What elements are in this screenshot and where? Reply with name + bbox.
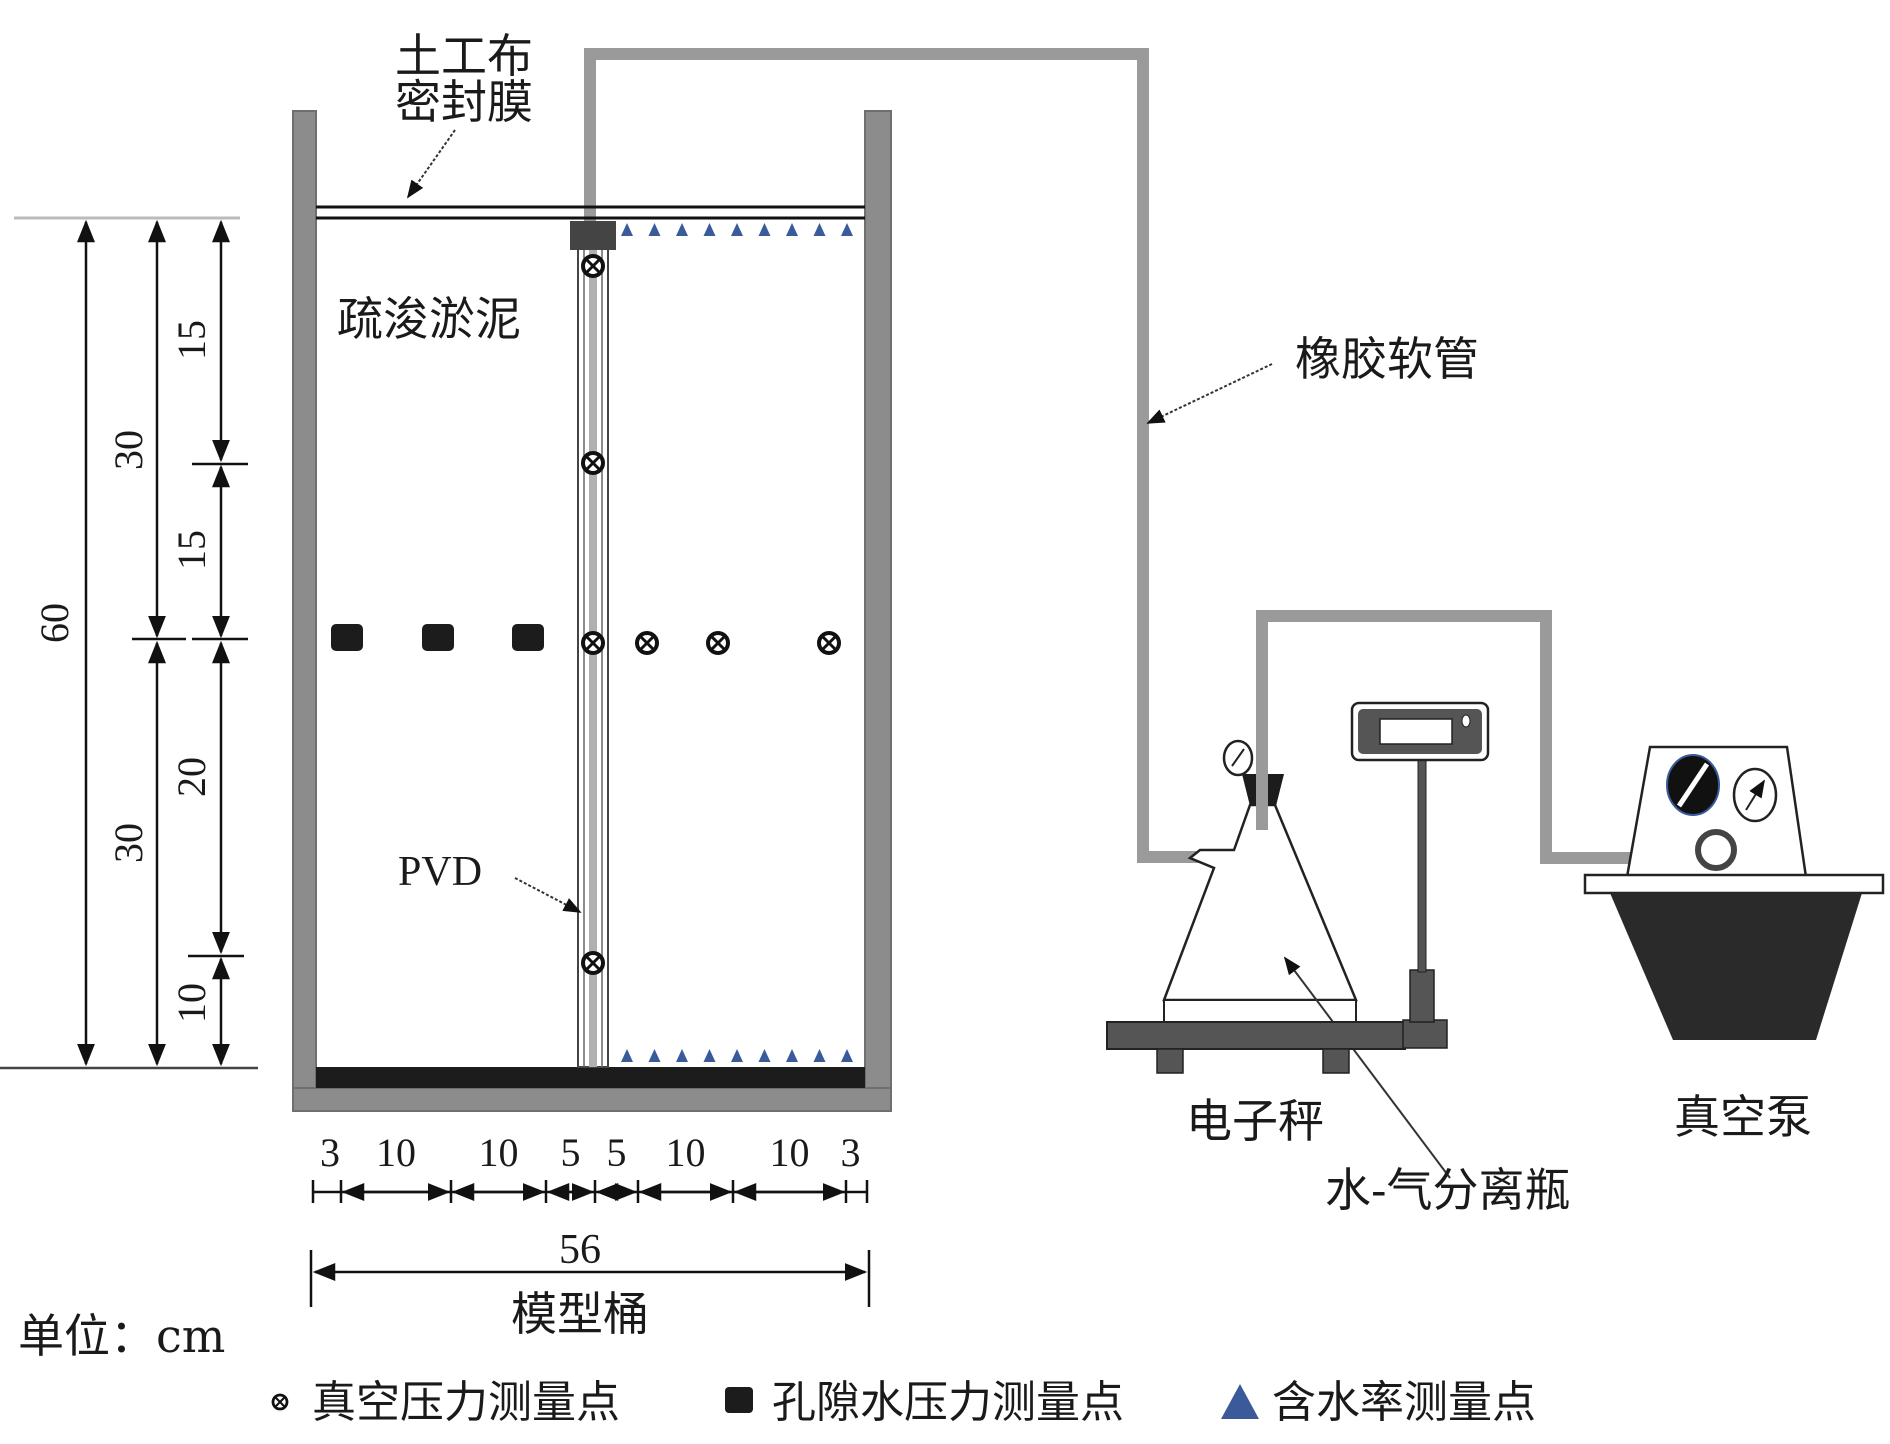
water-content-points-top (621, 223, 853, 236)
dim-60: 60 (32, 603, 77, 643)
water-content-point (703, 223, 716, 236)
dim-width-label: 10 (666, 1130, 706, 1175)
drainage-base-layer (316, 1067, 865, 1088)
vacuum-pressure-point (706, 631, 730, 655)
vacuum-pressure-point (581, 254, 605, 278)
pvd-pointer (514, 877, 582, 913)
bucket-left-wall (292, 110, 317, 1112)
dim-width-label: 3 (320, 1130, 340, 1175)
vacuum-pressure-point (817, 631, 841, 655)
width-dimension (309, 1250, 871, 1307)
legend: 真空压力测量点 孔隙水压力测量点 含水率测量点 (271, 1377, 1536, 1428)
vacuum-pressure-point (581, 451, 605, 475)
dim-width-label: 3 (841, 1130, 861, 1175)
dim-20: 20 (169, 757, 214, 797)
water-content-points-bottom (621, 1049, 853, 1062)
dim-15-b: 15 (169, 530, 214, 570)
water-content-point (813, 1049, 826, 1062)
dim-30-upper: 30 (106, 430, 151, 470)
bucket-bottom (292, 1087, 892, 1112)
water-content-point (621, 1049, 633, 1062)
dim-width-label: 5 (561, 1130, 581, 1175)
pore-pressure-point (512, 624, 544, 651)
dim-10: 10 (169, 983, 214, 1023)
pore-pressure-point (331, 624, 363, 651)
water-content-point (786, 223, 798, 236)
sludge-label: 疏浚淤泥 (337, 292, 521, 346)
pump-label: 真空泵 (1674, 1090, 1812, 1144)
water-content-point (676, 223, 688, 236)
vacuum-pump (1583, 745, 1885, 1040)
water-content-point (758, 223, 771, 236)
water-content-point-icon (1221, 1384, 1259, 1419)
water-content-point (786, 1049, 798, 1062)
water-content-point (841, 223, 853, 236)
water-content-point (841, 1049, 853, 1062)
horizontal-dimensions (311, 1180, 869, 1203)
membrane-pointer (406, 129, 456, 199)
water-content-point (758, 1049, 771, 1062)
legend-label-pore: 孔隙水压力测量点 (772, 1377, 1124, 1428)
pore-pressure-point (422, 624, 454, 651)
water-content-point (621, 223, 633, 236)
dim-width-label: 5 (607, 1130, 627, 1175)
rubber-hose (584, 48, 1200, 863)
pvd-label: PVD (398, 849, 482, 895)
hose-pointer (1146, 363, 1273, 424)
legend-label-vacuum: 真空压力测量点 (312, 1377, 620, 1428)
pore-water-pressure-point-icon (725, 1387, 753, 1413)
separator-flask (1162, 739, 1358, 1023)
electronic-scale (1106, 701, 1490, 1074)
hose-label: 橡胶软管 (1295, 332, 1479, 386)
dim-width-label: 10 (376, 1130, 416, 1175)
vertical-dimensions (0, 216, 258, 1070)
dim-56: 56 (559, 1227, 601, 1273)
water-content-point (731, 1049, 743, 1062)
vacuum-pressure-point (581, 631, 605, 655)
vacuum-pressure-point (635, 631, 659, 655)
scale-label: 电子秤 (1186, 1094, 1324, 1148)
vacuum-pressure-point (581, 951, 605, 975)
water-content-point (676, 1049, 688, 1062)
pvd-connector (570, 221, 616, 250)
water-content-point (648, 1049, 661, 1062)
geotextile-label: 土工布 (395, 29, 533, 83)
water-content-point (648, 223, 661, 236)
rubber-hose-2 (1256, 610, 1700, 864)
dim-width-label: 10 (770, 1130, 810, 1175)
legend-label-water: 含水率测量点 (1272, 1377, 1536, 1428)
water-content-point (813, 223, 826, 236)
membrane-label: 密封膜 (395, 75, 533, 129)
bucket-right-wall (864, 110, 892, 1112)
separator-label: 水-气分离瓶 (1325, 1163, 1571, 1217)
bucket-label: 模型桶 (511, 1287, 649, 1341)
dim-width-label: 10 (479, 1130, 519, 1175)
unit-label: 单位：cm (18, 1309, 225, 1363)
separator-pointer (1283, 956, 1451, 1179)
dim-15-a: 15 (169, 320, 214, 360)
water-content-point (703, 1049, 716, 1062)
vacuum-pressure-point-icon (271, 1393, 289, 1411)
water-content-point (731, 223, 743, 236)
dim-30-lower: 30 (106, 823, 151, 863)
